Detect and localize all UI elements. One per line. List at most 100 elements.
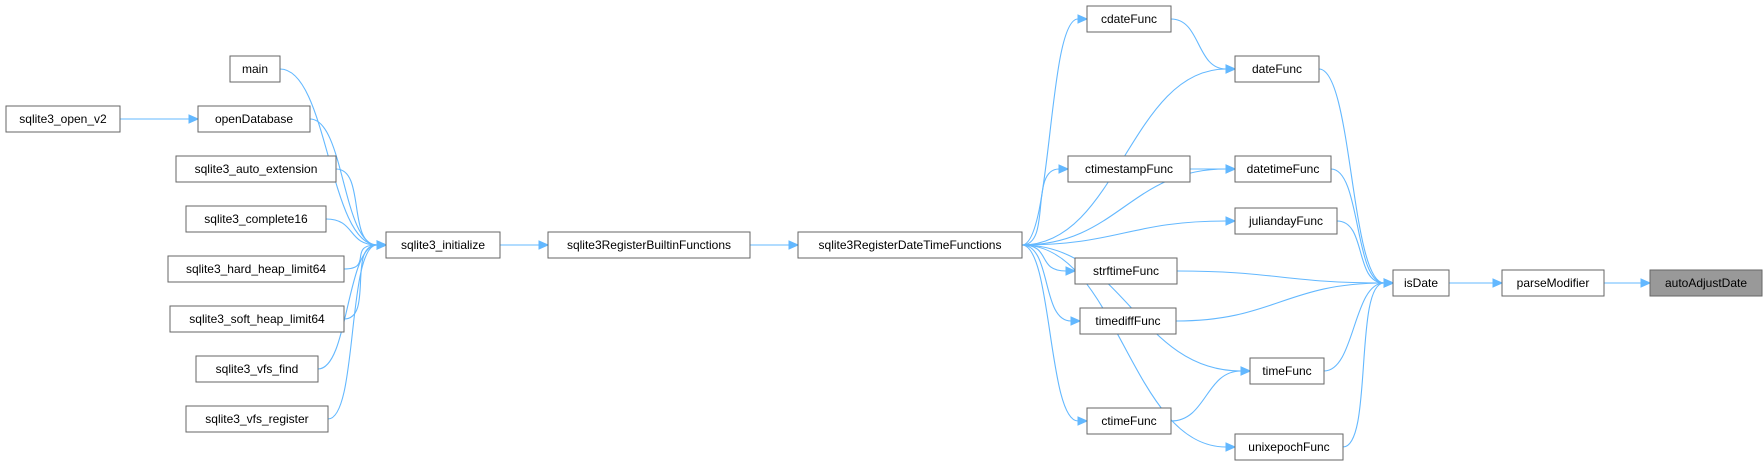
node-label: sqlite3_soft_heap_limit64	[189, 312, 325, 326]
node-label: timeFunc	[1262, 364, 1311, 378]
node-is-date[interactable]: isDate	[1392, 269, 1450, 297]
arrowhead-sqlite3-register-date-time-functions-to-date-func	[1225, 64, 1237, 74]
node-sqlite3-hard-heap-limit64[interactable]: sqlite3_hard_heap_limit64	[167, 255, 345, 283]
arrowhead-sqlite3-register-date-time-functions-to-julianday-func	[1225, 216, 1237, 226]
node-time-func[interactable]: timeFunc	[1249, 357, 1325, 385]
node-open-database[interactable]: openDatabase	[197, 105, 311, 133]
node-label: strftimeFunc	[1093, 264, 1159, 278]
node-label: dateFunc	[1252, 62, 1302, 76]
node-label: parseModifier	[1517, 276, 1590, 290]
arrowhead-sqlite3-register-date-time-functions-to-unixepoch-func	[1225, 442, 1237, 452]
node-date-func[interactable]: dateFunc	[1234, 55, 1320, 83]
node-box-unixepoch-func[interactable]	[1234, 433, 1344, 461]
edge-sqlite3-register-date-time-functions-to-cdate-func	[1021, 18, 1079, 246]
node-box-main[interactable]	[229, 55, 281, 83]
edge-sqlite3-vfs-find-to-sqlite3-initialize	[317, 244, 378, 370]
node-ctime-func[interactable]: ctimeFunc	[1086, 407, 1172, 435]
node-sqlite3-register-builtin-functions[interactable]: sqlite3RegisterBuiltinFunctions	[547, 231, 751, 259]
arrowhead-parse-modifier-to-auto-adjust-date	[1640, 278, 1652, 288]
arrowhead-sqlite3-register-date-time-functions-to-cdate-func	[1077, 14, 1089, 24]
edge-sqlite3-vfs-register-to-sqlite3-initialize	[327, 244, 378, 420]
node-datetime-func[interactable]: datetimeFunc	[1234, 155, 1332, 183]
node-sqlite3-auto-extension[interactable]: sqlite3_auto_extension	[175, 155, 337, 183]
edge-timediff-func-to-is-date	[1175, 282, 1385, 322]
node-sqlite3-vfs-find[interactable]: sqlite3_vfs_find	[195, 355, 319, 383]
node-box-sqlite3-soft-heap-limit64[interactable]	[169, 305, 345, 333]
node-strftime-func[interactable]: strftimeFunc	[1074, 257, 1178, 285]
edge-datetime-func-to-is-date	[1330, 168, 1385, 284]
node-box-sqlite3-auto-extension[interactable]	[175, 155, 337, 183]
node-label: unixepochFunc	[1248, 440, 1329, 454]
node-label: juliandayFunc	[1248, 214, 1323, 228]
node-box-sqlite3-complete16[interactable]	[185, 205, 327, 233]
node-label: autoAdjustDate	[1665, 276, 1747, 290]
node-box-date-func[interactable]	[1234, 55, 1320, 83]
edge-sqlite3-register-date-time-functions-to-julianday-func	[1021, 220, 1227, 246]
arrowhead-sqlite3-register-builtin-functions-to-sqlite3-register-date-time-functions	[788, 240, 800, 250]
node-box-sqlite3-vfs-register[interactable]	[185, 405, 329, 433]
node-label: sqlite3_hard_heap_limit64	[186, 262, 326, 276]
node-ctimestamp-func[interactable]: ctimestampFunc	[1067, 155, 1191, 183]
node-label: sqlite3_vfs_find	[216, 362, 299, 376]
arrowhead-unixepoch-func-to-is-date	[1383, 278, 1395, 288]
edge-date-func-to-is-date	[1318, 68, 1385, 284]
node-box-auto-adjust-date[interactable]	[1649, 269, 1763, 297]
node-box-time-func[interactable]	[1249, 357, 1325, 385]
node-box-julianday-func[interactable]	[1234, 207, 1338, 235]
node-sqlite3-vfs-register[interactable]: sqlite3_vfs_register	[185, 405, 329, 433]
node-label: datetimeFunc	[1247, 162, 1320, 176]
node-box-is-date[interactable]	[1392, 269, 1450, 297]
node-unixepoch-func[interactable]: unixepochFunc	[1234, 433, 1344, 461]
node-label: ctimestampFunc	[1085, 162, 1173, 176]
node-box-ctimestamp-func[interactable]	[1067, 155, 1191, 183]
node-sqlite3-register-date-time-functions[interactable]: sqlite3RegisterDateTimeFunctions	[797, 231, 1023, 259]
arrowhead-sqlite3-vfs-register-to-sqlite3-initialize	[376, 240, 388, 250]
node-box-parse-modifier[interactable]	[1501, 269, 1605, 297]
node-layer: autoAdjustDate parseModifier isDate dateFun…	[5, 5, 1763, 461]
arrowhead-sqlite3-register-date-time-functions-to-ctime-func	[1077, 416, 1089, 426]
node-label: main	[242, 62, 268, 76]
edge-sqlite3-auto-extension-to-sqlite3-initialize	[335, 168, 378, 246]
edge-time-func-to-is-date	[1323, 282, 1385, 372]
edge-sqlite3-register-date-time-functions-to-datetime-func	[1021, 168, 1227, 246]
node-box-cdate-func[interactable]	[1086, 5, 1172, 33]
node-box-sqlite3-register-date-time-functions[interactable]	[797, 231, 1023, 259]
node-timediff-func[interactable]: timediffFunc	[1079, 307, 1177, 335]
node-cdate-func[interactable]: cdateFunc	[1086, 5, 1172, 33]
node-sqlite3-open-v2[interactable]: sqlite3_open_v2	[5, 105, 121, 133]
arrowhead-sqlite3-register-date-time-functions-to-datetime-func	[1225, 164, 1237, 174]
node-box-timediff-func[interactable]	[1079, 307, 1177, 335]
arrowhead-sqlite3-register-date-time-functions-to-time-func	[1240, 366, 1252, 376]
arrowhead-sqlite3-initialize-to-sqlite3-register-builtin-functions	[538, 240, 550, 250]
node-label: sqlite3RegisterDateTimeFunctions	[819, 238, 1002, 252]
edge-strftime-func-to-is-date	[1176, 270, 1385, 284]
node-sqlite3-soft-heap-limit64[interactable]: sqlite3_soft_heap_limit64	[169, 305, 345, 333]
node-box-datetime-func[interactable]	[1234, 155, 1332, 183]
node-box-sqlite3-open-v2[interactable]	[5, 105, 121, 133]
node-label: sqlite3_initialize	[401, 238, 485, 252]
node-auto-adjust-date[interactable]: autoAdjustDate	[1649, 269, 1763, 297]
node-sqlite3-initialize[interactable]: sqlite3_initialize	[385, 231, 501, 259]
arrowhead-sqlite3-register-date-time-functions-to-ctimestamp-func	[1058, 164, 1070, 174]
node-label: timediffFunc	[1095, 314, 1160, 328]
node-label: sqlite3_auto_extension	[195, 162, 318, 176]
arrowhead-sqlite3-register-date-time-functions-to-strftime-func	[1065, 266, 1077, 276]
node-box-sqlite3-initialize[interactable]	[385, 231, 501, 259]
edge-sqlite3-register-date-time-functions-to-timediff-func	[1021, 244, 1072, 322]
node-box-strftime-func[interactable]	[1074, 257, 1178, 285]
node-julianday-func[interactable]: juliandayFunc	[1234, 207, 1338, 235]
arrowhead-sqlite3-register-date-time-functions-to-timediff-func	[1070, 316, 1082, 326]
node-label: openDatabase	[215, 112, 293, 126]
node-box-sqlite3-register-builtin-functions[interactable]	[547, 231, 751, 259]
node-main[interactable]: main	[229, 55, 281, 83]
node-box-sqlite3-vfs-find[interactable]	[195, 355, 319, 383]
node-parse-modifier[interactable]: parseModifier	[1501, 269, 1605, 297]
node-box-ctime-func[interactable]	[1086, 407, 1172, 435]
node-sqlite3-complete16[interactable]: sqlite3_complete16	[185, 205, 327, 233]
node-label: sqlite3_vfs_register	[205, 412, 308, 426]
node-box-open-database[interactable]	[197, 105, 311, 133]
node-label: sqlite3_open_v2	[19, 112, 107, 126]
node-box-sqlite3-hard-heap-limit64[interactable]	[167, 255, 345, 283]
node-label: ctimeFunc	[1101, 414, 1156, 428]
